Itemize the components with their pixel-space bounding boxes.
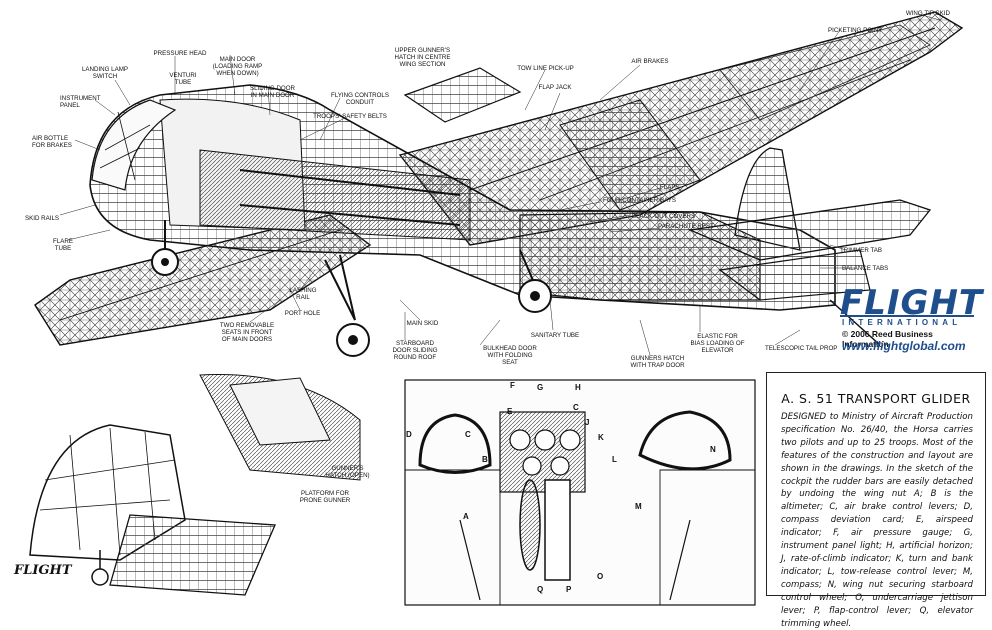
label-flying-controls: FLYING CONTROLS CONDUIT [331,92,389,106]
brand-wordmark: FLIGHT [840,283,984,323]
label-two-removable-seats: TWO REMOVABLE SEATS IN FRONT OF MAIN DOO… [219,322,275,343]
cockpit-letter: Q [537,585,544,594]
cockpit-letter: G [537,383,544,392]
label-blackout-covers: BLACK-OUT COVERS [632,213,696,220]
label-flare-tube: FLARE TUBE [53,238,73,252]
gunner-hatch-inset [403,67,522,123]
glider-artwork [29,11,964,606]
starboard-wing [398,11,964,246]
caption-box: A. S. 51 TRANSPORT GLIDER DESIGNED to Mi… [766,372,986,629]
cockpit-letter: B [482,455,488,464]
label-picketing-point: PICKETING POINT [828,27,882,34]
label-gunners-hatch-trap: GUNNERS HATCH WITH TRAP DOOR [630,355,685,369]
label-venturi-tube: VENTURI TUBE [169,72,197,86]
cockpit-letter: J [585,418,590,427]
label-flap-jack: FLAP JACK [538,84,572,91]
caption-title: A. S. 51 TRANSPORT GLIDER [781,391,971,406]
cockpit-letter: E [507,407,513,416]
cockpit-letter: L [612,455,617,464]
leader-lines [59,13,941,356]
label-instrument-panel: INSTRUMENT PANEL [60,95,101,109]
cockpit-letter: N [710,445,716,454]
label-landing-lamp-switch: LANDING LAMP SWITCH [81,66,129,80]
brand-url: www.flightglobal.com [842,339,966,353]
label-sanitary-tube: SANITARY TUBE [530,332,580,339]
label-sliding-door: SLIDING DOOR IN MAIN DOOR [249,85,296,99]
tail-unit [687,147,932,346]
brand-divider [840,315,974,317]
label-gunners-hatch-open: GUNNER'S HATCH (OPEN) [325,465,370,479]
label-upper-gunner-hatch: UPPER GUNNER'S HATCH IN CENTRE WING SECT… [394,47,451,68]
label-container-bays: FOUR CONTAINER BAYS [603,197,676,204]
label-parachute-rest: PARACHUTE REST [658,223,714,230]
fuselage [89,84,836,311]
landing-gear [151,220,552,357]
label-troops-safety-belts: TROOPS' SAFETY BELTS [313,113,387,120]
cockpit-inset [404,379,756,606]
cockpit-letter: F [510,381,515,390]
label-telescopic-tail-prop: TELESCOPIC TAIL PROP [765,345,838,352]
cockpit-letter: K [598,433,604,442]
cockpit-letter: C [573,403,579,412]
cockpit-letter: P [566,585,572,594]
brand-subtitle: INTERNATIONAL [842,318,962,327]
cockpit-letter: O [597,572,604,581]
cockpit-letter: H [575,383,581,392]
label-air-brakes: AIR BRAKES [631,58,669,65]
label-port-hole: PORT HOLE [284,310,321,317]
flight-international-logo: FLIGHT INTERNATIONAL © 2006 Reed Busines… [840,283,984,356]
small-flight-logo: FLIGHT [14,563,72,578]
cockpit-letter: A [463,512,469,521]
label-pressure-head: PRESSURE HEAD [153,50,207,57]
label-balance-tabs: BALANCE TABS [842,265,889,272]
cockpit-letter: C [465,430,471,439]
label-wing-tip-skid: WING TIP SKID [905,10,950,17]
label-platform-prone-gunner: PLATFORM FOR PRONE GUNNER [299,490,351,504]
nose-ramp-inset [29,374,361,596]
cockpit-letter: M [635,502,642,511]
brand-copyright: © 2006 Reed Business Information [842,329,933,349]
label-main-door: MAIN DOOR (LOADING RAMP WHEN DOWN) [212,56,263,77]
label-elastic-elevator: ELASTIC FOR BIAS LOADING OF ELEVATOR [690,333,745,354]
label-bulkhead-door: BULKHEAD DOOR WITH FOLDING SEAT [483,345,537,366]
label-main-skid: MAIN SKID [406,320,439,327]
horsa-cutaway-drawing: FLIGHT INTERNATIONAL © 2006 Reed Busines… [14,10,986,629]
label-flaps: FLAPS [660,184,680,191]
label-trimmer-tab: TRIMMER TAB [840,247,883,254]
caption-body: DESIGNED to Ministry of Aircraft Product… [781,412,973,629]
label-lashing-rail: LASHING RAIL [289,287,317,301]
label-air-bottle: AIR BOTTLE FOR BRAKES [32,135,72,149]
cockpit-letter: D [406,430,412,439]
label-tow-line: TOW LINE PICK-UP [517,65,574,72]
label-starboard-door: STARBOARD DOOR SLIDING ROUND ROOF [392,340,438,361]
label-skid-rails: SKID RAILS [25,215,60,222]
